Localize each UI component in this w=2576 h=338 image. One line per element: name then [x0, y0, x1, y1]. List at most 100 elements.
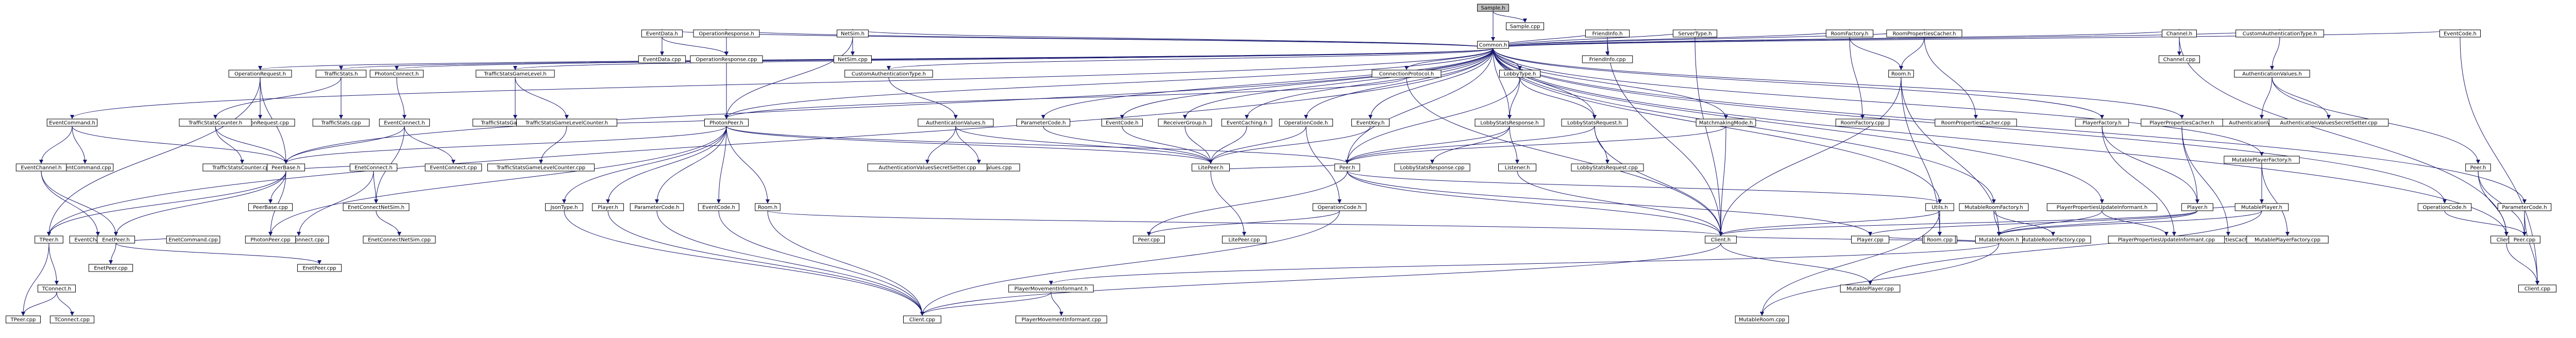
graph-node-matchmaking-h[interactable]: MatchmakingMode.h: [1696, 119, 1756, 127]
graph-node-mutableplayerfactory-h[interactable]: MutablePlayerFactory.h: [2224, 156, 2300, 164]
graph-node-authvaluessecret-cpp[interactable]: AuthenticationValuesSecretSetter.cpp: [867, 163, 988, 172]
graph-node-connproto-h[interactable]: ConnectionProtocol.h: [1371, 70, 1442, 78]
graph-node-eventdata-cpp[interactable]: EventData.cpp: [638, 55, 686, 63]
graph-node-eventcode-h-top[interactable]: EventCode.h: [2439, 29, 2481, 38]
graph-node-mutableroom-cpp[interactable]: MutableRoom.cpp: [1735, 315, 1789, 324]
graph-node-peer-cpp[interactable]: Peer.cpp: [2509, 235, 2540, 244]
graph-node-common[interactable]: Common.h: [1477, 41, 1509, 49]
graph-node-playerpropupdate-h[interactable]: PlayerPropertiesUpdateInformant.h: [2046, 203, 2158, 211]
graph-node-photonconnect-h[interactable]: PhotonConnect.h: [369, 70, 424, 78]
graph-node-servertype-h[interactable]: ServerType.h: [1672, 29, 1718, 38]
graph-node-samplecpp[interactable]: Sample.cpp: [1506, 22, 1544, 30]
graph-node-enetconnect-h[interactable]: EnetConnect.h: [349, 163, 398, 172]
graph-node-netsim-cpp[interactable]: NetSim.cpp: [834, 55, 872, 63]
graph-node-peer-cpp2[interactable]: Peer.cpp: [1133, 235, 1165, 244]
graph-node-playermovement-cpp[interactable]: PlayerMovementInformant.cpp: [1015, 315, 1107, 324]
graph-node-eventchannel-h[interactable]: EventChannel.h: [15, 163, 67, 172]
graph-node-mutableplayer-cpp[interactable]: MutablePlayer.cpp: [1840, 284, 1901, 293]
graph-node-tconnect-h[interactable]: TConnect.h: [38, 284, 76, 293]
graph-node-enetconnectnetsim-h[interactable]: EnetConnectNetSim.h: [343, 203, 410, 211]
graph-node-mutableplayer-h[interactable]: MutablePlayer.h: [2234, 203, 2289, 211]
graph-node-mutableroomfactory-cpp[interactable]: MutableRoomFactory.cpp: [2015, 235, 2091, 244]
graph-node-lobbystatsresp-h[interactable]: LobbyStatsResponse.h: [1475, 119, 1545, 127]
graph-node-authvalues-h2[interactable]: AuthenticationValues.h: [2234, 70, 2310, 78]
graph-node-lobbytype-h[interactable]: LobbyType.h: [1499, 70, 1541, 78]
graph-node-peerbase-cpp[interactable]: PeerBase.cpp: [248, 203, 293, 211]
graph-node-eventcode-h[interactable]: EventCode.h: [1101, 119, 1143, 127]
graph-node-listener-h[interactable]: Listener.h: [1498, 163, 1536, 172]
graph-node-peer-h[interactable]: Peer.h: [1334, 163, 1360, 172]
graph-node-trafficcounter-h[interactable]: TrafficStatsCounter.h: [179, 119, 252, 127]
graph-node-photonpeer-cpp[interactable]: PhotonPeer.cpp: [245, 235, 296, 244]
graph-node-tsgl-h[interactable]: TrafficStatsGameLevel.h: [476, 70, 555, 78]
graph-node-eventcode-h3[interactable]: EventCode.h: [698, 203, 740, 211]
graph-node-roompropcacher-cpp[interactable]: RoomPropertiesCacher.cpp: [1935, 119, 2017, 127]
graph-node-opreq-h[interactable]: OperationRequest.h: [228, 70, 292, 78]
graph-node-enetconnectnetsim-cpp[interactable]: EnetConnectNetSim.cpp: [363, 235, 436, 244]
graph-node-channel-h[interactable]: Channel.h: [2162, 29, 2197, 38]
graph-node-tsglcounter-cpp[interactable]: TrafficStatsGameLevelCounter.cpp: [487, 163, 595, 172]
graph-node-mutableplayerfactory-cpp[interactable]: MutablePlayerFactory.cpp: [2246, 235, 2329, 244]
graph-node-opcode-h[interactable]: OperationCode.h: [1279, 119, 1333, 127]
graph-node-litepeer-h[interactable]: LitePeer.h: [1192, 163, 1230, 172]
graph-node-utils-h[interactable]: Utils.h: [1925, 203, 1954, 211]
graph-node-enetcommand-cpp[interactable]: EnetCommand.cpp: [166, 235, 221, 244]
graph-node-room-h[interactable]: Room.h: [1888, 70, 1914, 78]
graph-node-channel-cpp[interactable]: Channel.cpp: [2158, 55, 2200, 63]
graph-node-roomfactory-h[interactable]: RoomFactory.h: [1825, 29, 1874, 38]
graph-node-authvaluessecret-cpp2[interactable]: AuthenticationValuesSecretSetter.cpp: [2268, 119, 2389, 127]
graph-node-player-cpp[interactable]: Player.cpp: [1851, 235, 1889, 244]
graph-node-jsontype-h[interactable]: JsonType.h: [545, 203, 583, 211]
graph-node-player-h2[interactable]: Player.h: [2181, 203, 2213, 211]
graph-node-tconnect-cpp[interactable]: TConnect.cpp: [49, 315, 95, 324]
graph-node-enetpeer-cpp2[interactable]: EnetPeer.cpp: [297, 264, 342, 272]
graph-node-paramcode-h[interactable]: ParameterCode.h: [1016, 119, 1071, 127]
graph-node-roompropcacher-h[interactable]: RoomPropertiesCacher.h: [1886, 29, 1962, 38]
graph-node-traffic-cpp[interactable]: TrafficStats.cpp: [312, 119, 370, 127]
graph-node-eventkey-h[interactable]: EventKey.h: [1351, 119, 1389, 127]
graph-node-photonpeer-h[interactable]: PhotonPeer.h: [704, 119, 749, 127]
graph-node-enetpeer-cpp[interactable]: EnetPeer.cpp: [88, 264, 133, 272]
graph-node-client-cpp[interactable]: Client.cpp: [2518, 284, 2556, 293]
graph-node-opcode-h3[interactable]: OperationCode.h: [1312, 203, 1367, 211]
graph-node-customauth-h[interactable]: CustomAuthenticationType.h: [844, 70, 933, 78]
graph-node-playerpropcacher-h[interactable]: PlayerPropertiesCacher.h: [2141, 119, 2223, 127]
graph-node-opresp-h[interactable]: OperationResponse.h: [693, 29, 760, 38]
graph-node-peerbase-h[interactable]: PeerBase.h: [267, 163, 305, 172]
graph-node-customauthtype-h[interactable]: CustomAuthenticationType.h: [2235, 29, 2324, 38]
graph-node-room-h2[interactable]: Room.h: [755, 203, 781, 211]
graph-node-mutableroomfactory-h[interactable]: MutableRoomFactory.h: [1959, 203, 2029, 211]
graph-node-eventcommand-h[interactable]: EventCommand.h: [46, 119, 98, 127]
graph-node-playermovement-h[interactable]: PlayerMovementInformant.h: [1008, 284, 1094, 293]
graph-node-friendinfo-cpp[interactable]: FriendInfo.cpp: [1582, 55, 1633, 63]
graph-node-opresp-cpp[interactable]: OperationResponse.cpp: [690, 55, 763, 63]
graph-node-mutableroom-h[interactable]: MutableRoom.h: [1975, 235, 2023, 244]
graph-node-eventcache-h[interactable]: EventCaching.h: [1221, 119, 1273, 127]
graph-node-receiveritype-h[interactable]: ReceiverGroup.h: [1158, 119, 1212, 127]
graph-node-roomfactory-cpp[interactable]: RoomFactory.cpp: [1835, 119, 1890, 127]
graph-node-sample[interactable]: Sample.h: [1477, 4, 1509, 12]
graph-node-enetpeer-h[interactable]: EnetPeer.h: [97, 235, 135, 244]
graph-node-playerfactory-h[interactable]: PlayerFactory.h: [2075, 119, 2129, 127]
graph-node-netsim-h[interactable]: NetSim.h: [837, 29, 869, 38]
graph-node-friendinfo-h[interactable]: FriendInfo.h: [1585, 29, 1630, 38]
graph-node-lobbystatsreq-cpp[interactable]: LobbyStatsRequest.cpp: [1571, 163, 1644, 172]
graph-node-player-h[interactable]: Player.h: [592, 203, 624, 211]
graph-node-opcode-h2[interactable]: OperationCode.h: [2417, 203, 2472, 211]
graph-node-traffic-h[interactable]: TrafficStats.h: [315, 70, 367, 78]
graph-node-lobbystatsreq-h[interactable]: LobbyStatsRequest.h: [1561, 119, 1628, 127]
graph-node-lobbystatsresp-cpp[interactable]: LobbyStatsResponse.cpp: [1394, 163, 1470, 172]
graph-node-tpeer-cpp[interactable]: TPeer.cpp: [6, 315, 41, 324]
graph-node-client-h2[interactable]: Client.h: [1705, 235, 1737, 244]
graph-node-client-cpp2[interactable]: Client.cpp: [903, 315, 941, 324]
graph-node-room-cpp[interactable]: Room.cpp: [1924, 235, 1956, 244]
graph-node-tpeer-h[interactable]: TPeer.h: [35, 235, 63, 244]
graph-node-eventconnect-h[interactable]: EventConnect.h: [379, 119, 430, 127]
graph-node-authvalues-h[interactable]: AuthenticationValues.h: [918, 119, 994, 127]
graph-node-playerpropupdate-cpp[interactable]: PlayerPropertiesUpdateInformant.cpp: [2108, 235, 2225, 244]
graph-node-tsglcounter-h[interactable]: TrafficStatsGameLevelCounter.h: [516, 119, 617, 127]
graph-node-paramcode-h2[interactable]: ParameterCode.h: [2497, 203, 2552, 211]
graph-node-paramcode-h3[interactable]: ParameterCode.h: [630, 203, 684, 211]
graph-node-litepeer-cpp[interactable]: LitePeer.cpp: [1222, 235, 1267, 244]
graph-node-peer-h2[interactable]: Peer.h: [2465, 163, 2491, 172]
